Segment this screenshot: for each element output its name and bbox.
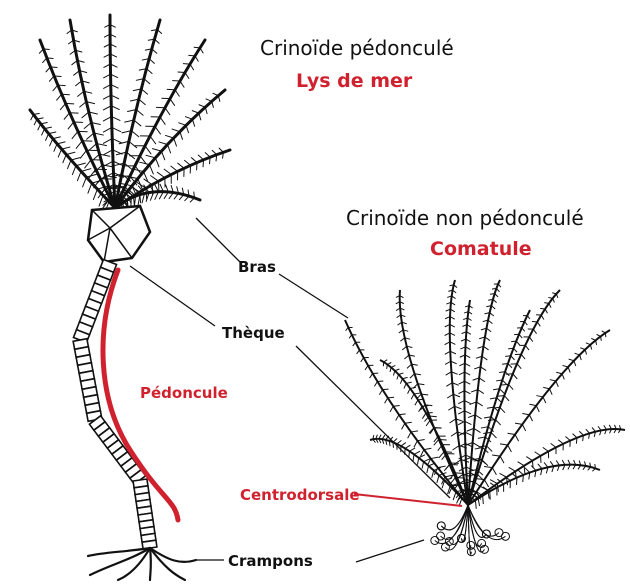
label-theque: Thèque (222, 324, 285, 342)
leader-theque-comatule (296, 346, 450, 498)
leader-bras-comatule (279, 274, 348, 318)
unstalked-crinoid-drawing (345, 280, 625, 556)
label-bras: Bras (238, 258, 276, 276)
label-pedoncule: Pédoncule (140, 384, 228, 402)
unstalked-crinoid-title: Crinoïde non pédonculé (346, 206, 584, 230)
label-centrodorsale: Centrodorsale (240, 486, 360, 504)
leader-crampons-comatule (356, 540, 424, 562)
stalked-crinoid-common-name: Lys de mer (296, 70, 412, 92)
comatule-cirri (431, 505, 510, 556)
unstalked-crinoid-common-name: Comatule (430, 238, 532, 260)
leader-bras-lily (196, 218, 240, 262)
stalked-crinoid-title: Crinoïde pédonculé (260, 36, 454, 60)
sea-lily-cirri (88, 548, 196, 580)
stalked-crinoid-drawing (30, 15, 230, 580)
leader-theque-lily (130, 266, 215, 326)
comatule-arms (345, 280, 625, 509)
sea-lily-stalk (73, 259, 157, 549)
sea-lily-arms (30, 15, 230, 217)
sea-lily-theca (88, 206, 150, 262)
leader-centrodorsale (354, 494, 462, 506)
label-crampons: Crampons (228, 552, 313, 570)
